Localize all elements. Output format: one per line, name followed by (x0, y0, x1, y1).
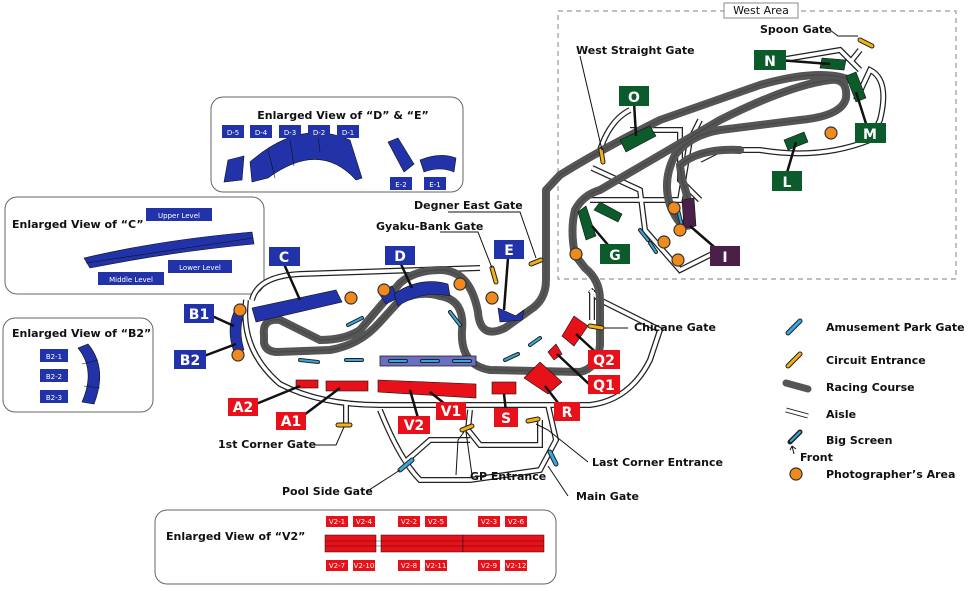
svg-text:E: E (504, 243, 514, 259)
degner-east-gate-label: Degner East Gate (414, 199, 523, 212)
svg-text:A2: A2 (233, 400, 254, 416)
stand-tag-v2[interactable]: V2 (398, 416, 430, 434)
west-straight-gate-label: West Straight Gate (576, 44, 695, 57)
svg-text:V2: V2 (404, 418, 425, 434)
legend: Amusement Park Gate Circuit Entrance Rac… (782, 318, 965, 481)
enlarged-view-b2: Enlarged View of “B2” B2-1 B2-2 B2-3 (2, 317, 154, 413)
stand-tag-v1[interactable]: V1 (436, 402, 466, 420)
label-d2: D-2 (313, 129, 325, 137)
legend-front: Front (800, 451, 833, 464)
enlarged-c-title: Enlarged View of “C” (12, 218, 144, 231)
enlarged-v2-title: Enlarged View of “V2” (166, 530, 305, 543)
label-b2-1: B2-1 (46, 353, 62, 361)
legend-big-screen: Big Screen (826, 434, 892, 447)
stand-tag-a1[interactable]: A1 (276, 412, 306, 430)
last-corner-entrance-label: Last Corner Entrance (592, 456, 723, 469)
svg-text:S: S (501, 411, 511, 427)
stand-tags: C B1 B2 D E A2 A1 V2 V1 S R Q1 Q2 G O L … (174, 50, 886, 434)
stand-tag-i[interactable]: I (710, 246, 740, 266)
first-corner-gate-label: 1st Corner Gate (218, 438, 316, 451)
enlarged-view-c: Enlarged View of “C” Upper Level Middle … (4, 196, 265, 295)
label-e2: E-2 (395, 181, 406, 189)
svg-text:Q1: Q1 (593, 378, 615, 394)
legend-racing-course: Racing Course (826, 381, 915, 394)
label-v2-6: V2-6 (508, 518, 525, 526)
upper-level-label: Upper Level (158, 212, 200, 220)
label-v2-5: V2-5 (428, 518, 444, 526)
label-v2-11: V2-11 (426, 562, 447, 570)
label-v2-3: V2-3 (481, 518, 497, 526)
big-screens (298, 208, 684, 367)
stand-tag-b2[interactable]: B2 (174, 350, 206, 369)
label-v2-4: V2-4 (356, 518, 373, 526)
stand-tag-d[interactable]: D (385, 246, 415, 265)
svg-text:B2: B2 (180, 353, 200, 369)
svg-text:R: R (562, 405, 573, 421)
stand-tag-n[interactable]: N (754, 50, 786, 70)
photographer-areas (231, 126, 838, 362)
stand-tag-a2[interactable]: A2 (228, 398, 258, 416)
svg-text:C: C (279, 250, 289, 266)
label-v2-2: V2-2 (401, 518, 417, 526)
stand-tag-l[interactable]: L (772, 171, 802, 191)
svg-text:D: D (394, 249, 406, 265)
label-v2-1: V2-1 (329, 518, 345, 526)
label-v2-12: V2-12 (506, 562, 527, 570)
stand-tag-c[interactable]: C (269, 247, 300, 266)
gate-markers (335, 37, 875, 473)
gp-entrance-label: GP Entrance (470, 470, 546, 483)
gyaku-bank-gate-label: Gyaku-Bank Gate (376, 220, 483, 233)
stand-tag-m[interactable]: M (855, 123, 886, 143)
legend-amusement-gate: Amusement Park Gate (826, 321, 965, 334)
pool-side-gate-label: Pool Side Gate (282, 485, 373, 498)
label-d4: D-4 (255, 129, 268, 137)
stand-tag-s[interactable]: S (494, 408, 518, 427)
west-area-label: West Area (733, 4, 789, 17)
label-b2-2: B2-2 (46, 373, 62, 381)
legend-aisle: Aisle (826, 408, 856, 421)
enlarged-view-de: Enlarged View of “D” & “E” D-5 D-4 D-3 D… (210, 96, 464, 193)
middle-level-label: Middle Level (109, 276, 153, 284)
stand-tag-g[interactable]: G (600, 244, 630, 264)
spoon-gate-label: Spoon Gate (760, 23, 832, 36)
chicane-gate-label: Chicane Gate (634, 321, 716, 334)
label-e1: E-1 (429, 181, 440, 189)
gate-labels: Spoon Gate West Straight Gate Degner Eas… (218, 23, 832, 503)
label-b2-3: B2-3 (46, 394, 62, 402)
gate-callouts (312, 29, 858, 497)
stand-tag-q2[interactable]: Q2 (588, 350, 620, 369)
svg-text:N: N (764, 54, 776, 70)
svg-text:A1: A1 (281, 414, 302, 430)
label-v2-7: V2-7 (329, 562, 345, 570)
enlarged-de-title: Enlarged View of “D” & “E” (257, 109, 429, 122)
legend-photographer: Photographer’s Area (826, 468, 955, 481)
legend-circuit-entrance: Circuit Entrance (826, 354, 926, 367)
label-v2-10: V2-10 (354, 562, 375, 570)
svg-text:Q2: Q2 (593, 353, 615, 369)
label-d1: D-1 (342, 129, 354, 137)
svg-text:L: L (783, 175, 792, 191)
svg-text:I: I (722, 250, 727, 266)
stand-tag-o[interactable]: O (619, 86, 649, 106)
label-d3: D-3 (284, 129, 296, 137)
label-v2-9: V2-9 (481, 562, 497, 570)
enlarged-b2-title: Enlarged View of “B2” (12, 327, 151, 340)
stand-tag-r[interactable]: R (554, 402, 580, 421)
stand-tag-e[interactable]: E (494, 240, 524, 259)
svg-text:V1: V1 (441, 404, 462, 420)
stand-tag-q1[interactable]: Q1 (588, 375, 620, 394)
svg-text:B1: B1 (189, 307, 209, 323)
label-d5: D-5 (227, 129, 239, 137)
lower-level-label: Lower Level (179, 264, 221, 272)
svg-text:G: G (609, 248, 621, 264)
enlarged-view-v2: Enlarged View of “V2” V2-1 V2-4 V2-2 V2-… (154, 509, 557, 585)
label-v2-8: V2-8 (401, 562, 417, 570)
main-gate-label: Main Gate (576, 490, 639, 503)
svg-text:M: M (863, 127, 877, 143)
svg-text:O: O (628, 90, 640, 106)
stand-tag-b1[interactable]: B1 (184, 304, 214, 323)
stands (229, 57, 867, 399)
